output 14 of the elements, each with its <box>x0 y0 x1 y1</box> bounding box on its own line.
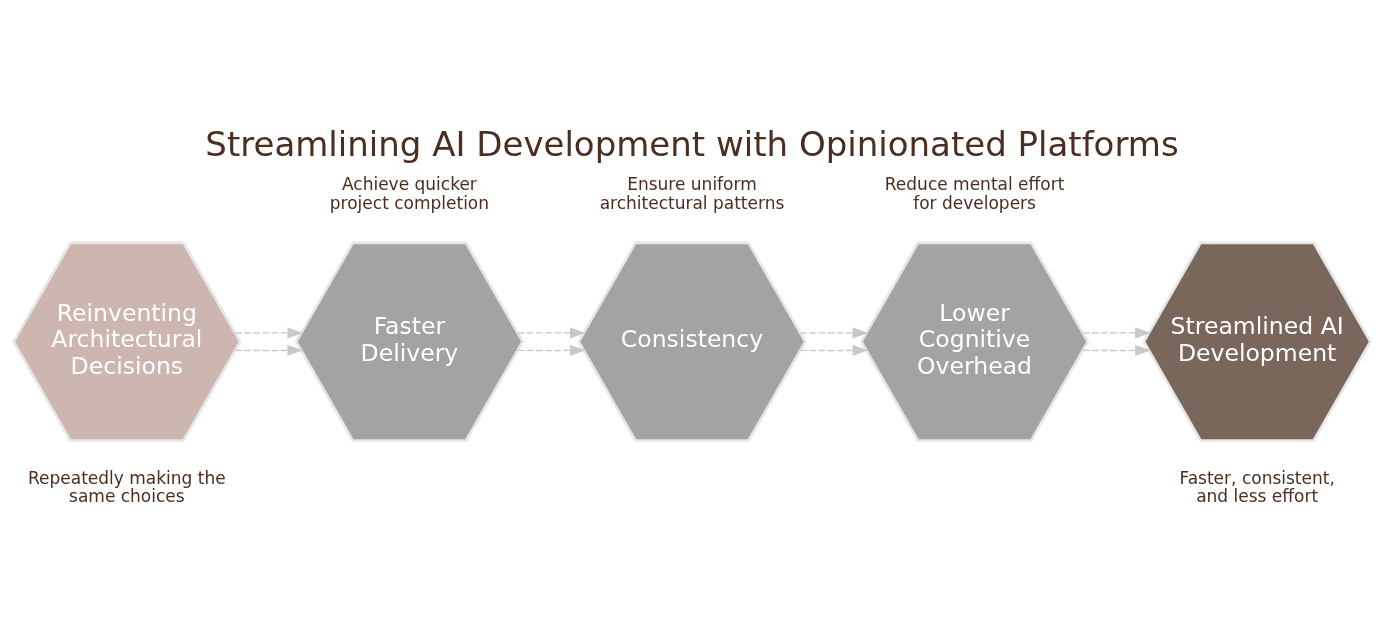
node-label: Reduce mental effort for developers <box>884 174 1065 213</box>
arrow <box>517 327 586 339</box>
arrow <box>234 344 304 356</box>
node-label: Achieve quicker project completion <box>329 174 490 213</box>
node-label: Repeatedly making the same choices <box>28 467 226 506</box>
arrow <box>799 344 869 356</box>
arrow <box>517 344 586 356</box>
arrow <box>1082 327 1151 339</box>
arrow <box>799 327 869 339</box>
node-label: Ensure uniform architectural patterns <box>599 174 785 213</box>
diagram-title: Streamlining AI Development with Opinionated Platforms <box>205 123 1179 164</box>
node-label: Faster, consistent, and less effort <box>1179 467 1335 506</box>
arrow <box>234 327 304 339</box>
arrow <box>1082 344 1151 356</box>
